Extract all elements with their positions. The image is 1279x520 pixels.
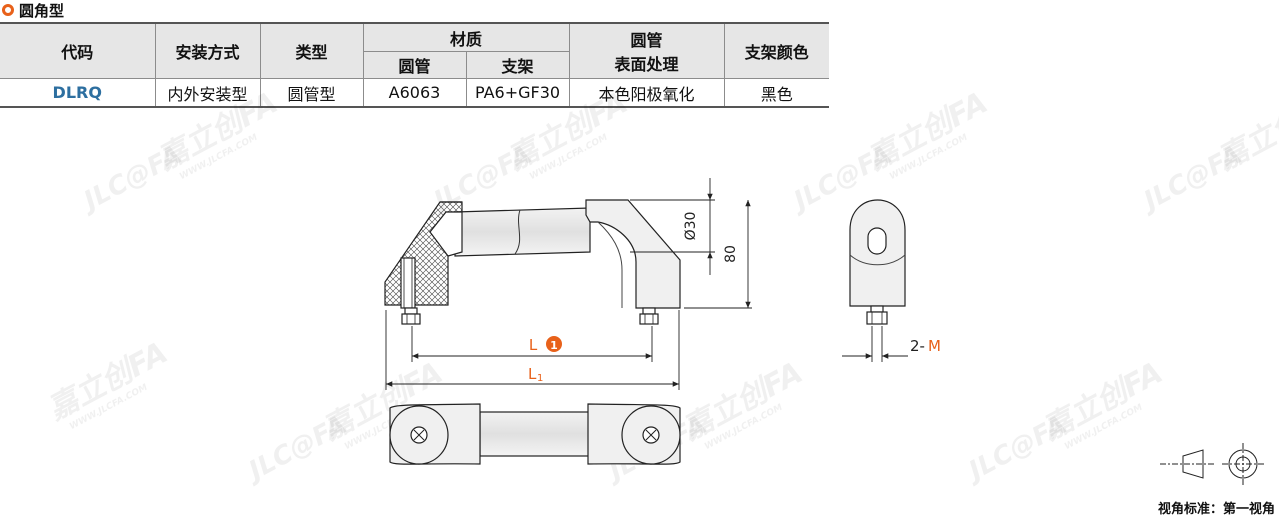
dim-diameter: Ø30 [683,212,699,241]
ring-bullet-icon [2,4,14,16]
dim-L: L [529,336,538,354]
cell-type: 圆管型 [259,78,364,108]
header-surface-line2: 表面处理 [614,55,679,74]
watermark-brand: 嘉立创FA [861,85,993,177]
dim-2M-prefix: 2- [910,337,925,355]
header-type: 类型 [259,22,364,79]
watermark-brand: 嘉立创FA [676,355,808,447]
cell-tube-material: A6063 [362,78,467,108]
cell-bracket-color: 黑色 [723,78,829,108]
watermark-brand: 嘉立创FA [1211,85,1279,177]
dim-L1-sub: 1 [537,373,543,384]
cell-bracket-material: PA6+GF30 [465,78,570,108]
dim-height: 80 [723,245,739,263]
side-dimensions [842,326,908,362]
dim-2M-suffix: M [928,337,941,355]
dim-L1: L [528,365,537,383]
badge-1-icon [546,336,562,352]
header-material-bracket: 支架 [465,51,569,79]
table-row: DLRQ 内外安装型 圆管型 A6063 PA6+GF30 本色阳极氧化 黑色 [0,78,829,108]
header-install: 安装方式 [154,22,261,79]
front-dimensions [385,178,752,390]
projection-note: 视角标准：第一视角 [1157,502,1275,517]
front-view [384,199,681,325]
spec-table: 代码 安装方式 类型 材质 圆管 表面处理 支架颜色 圆管 支架 DLRQ 内外… [0,22,829,108]
watermark-brand: 嘉立创FA [41,335,173,427]
watermark-brand: 嘉立创FA [501,85,633,177]
header-bracket-color: 支架颜色 [723,22,829,79]
cell-surface: 本色阳极氧化 [568,78,725,108]
cell-code: DLRQ [0,78,156,108]
top-view [389,403,681,465]
first-angle-projection-icon [1160,443,1264,485]
section-title: 圆角型 [0,0,64,20]
header-code: 代码 [0,22,156,79]
cell-install: 内外安装型 [154,78,261,108]
header-surface: 圆管 表面处理 [568,22,725,79]
dim-L-badge: 1 [550,339,558,352]
section-title-text: 圆角型 [19,1,65,20]
watermark-brand: 嘉立创FA [1036,355,1168,447]
header-surface-line1: 圆管 [630,31,663,50]
header-material-tube: 圆管 [363,51,467,79]
watermark-brand: 嘉立创FA [151,85,283,177]
side-view [849,199,906,325]
